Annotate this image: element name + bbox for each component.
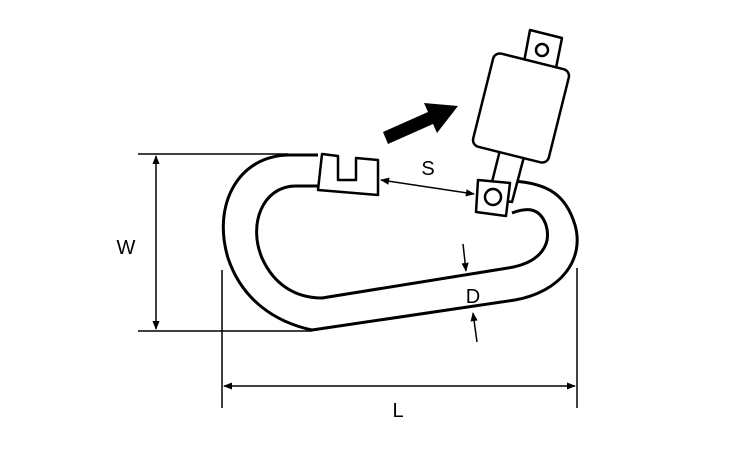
gate-nose [316,152,380,197]
gate-hinge-pin [483,187,503,207]
label-s: S [421,158,434,180]
label-d: D [466,286,480,308]
d-arrow-top [461,243,469,272]
d-arrow-bottom [470,312,478,343]
carabiner-outer-outline [221,153,579,332]
carabiner-inner-outline [255,184,549,300]
dimension-l [221,268,578,408]
opening-direction-arrow [383,103,458,144]
dimension-d [461,243,478,343]
gate-sleeve [471,52,571,164]
dimension-w [138,153,312,332]
gate-top-pin [534,42,550,58]
label-w: W [117,237,136,259]
label-l: L [392,400,403,422]
gate-assembly [471,28,571,218]
s-dimension-line [380,177,475,197]
carabiner-body [221,153,579,332]
